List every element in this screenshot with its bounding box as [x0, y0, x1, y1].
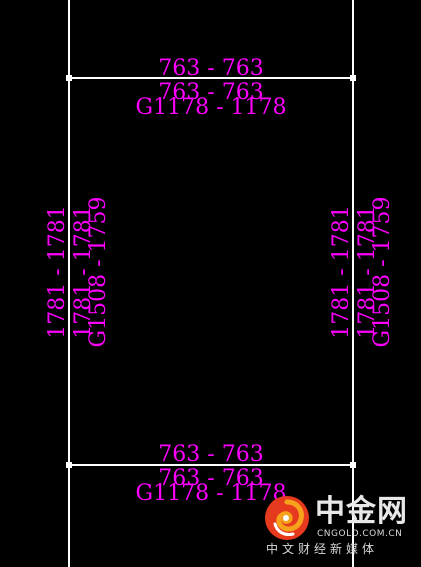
left-column-label-3: G1508 - 1759: [86, 196, 111, 348]
watermark-brand: 中金网: [315, 494, 408, 529]
top-beam-label-2: 763 - 763: [158, 80, 264, 105]
top-beam-label-3: G1178 - 1178: [135, 95, 287, 120]
watermark: 中金网 CNGOLD.COM.CN 中文财经新媒体: [263, 494, 421, 564]
bottom-beam-label-2: 763 - 763: [158, 466, 264, 491]
top-beam-line[interactable]: [69, 77, 353, 79]
node-top-right[interactable]: [350, 75, 356, 81]
watermark-domain: CNGOLD.COM.CN: [317, 529, 403, 539]
left-column-line[interactable]: [68, 0, 70, 567]
bottom-beam-label-1: 763 - 763: [158, 442, 264, 467]
top-beam-label-1: 763 - 763: [158, 56, 264, 81]
right-column-line[interactable]: [352, 0, 354, 567]
bottom-beam-label-3: G1178 - 1178: [135, 481, 287, 506]
right-column-label-3: G1508 - 1759: [370, 196, 395, 348]
right-column-label-1: 1781 - 1781: [329, 205, 354, 339]
swirl-logo-icon: [265, 496, 309, 540]
bottom-beam-line[interactable]: [69, 464, 353, 466]
node-top-left[interactable]: [66, 75, 72, 81]
node-bottom-left[interactable]: [66, 462, 72, 468]
left-column-label-1: 1781 - 1781: [45, 205, 70, 339]
node-bottom-right[interactable]: [350, 462, 356, 468]
watermark-tagline: 中文财经新媒体: [266, 542, 379, 556]
